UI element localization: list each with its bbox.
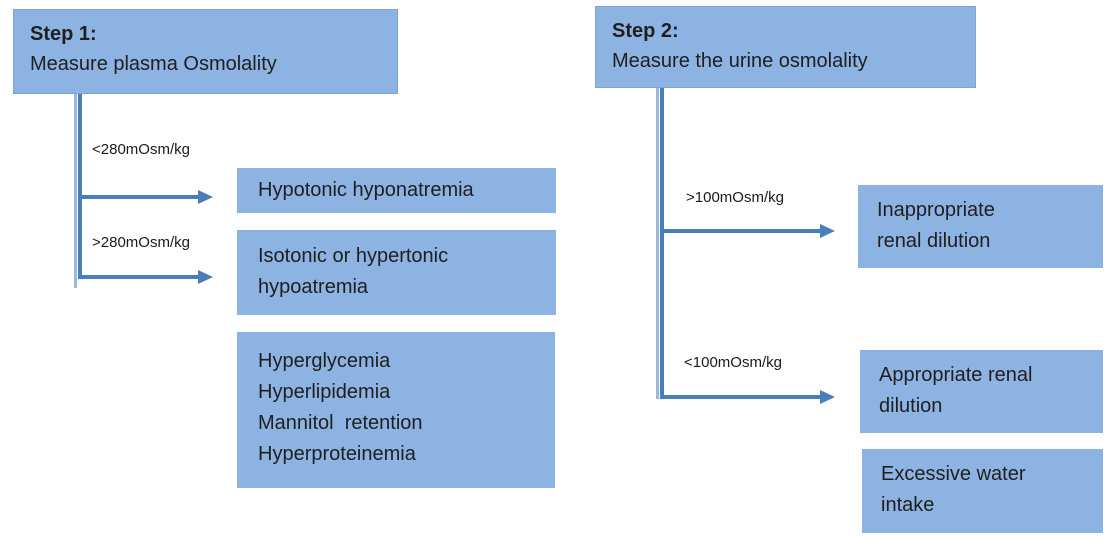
step1-title: Step 1: [30, 23, 97, 45]
step1-branch-arrow-low [78, 195, 199, 199]
step1-branch-label-high: >280mOsm/kg [92, 234, 190, 251]
text-line: renal dilution [877, 230, 991, 252]
text-line: Isotonic or hypertonic [258, 245, 449, 267]
text-line: Appropriate renal [879, 364, 1033, 386]
text-line: intake [881, 494, 935, 516]
step2-branch-label-low: <100mOsm/kg [684, 354, 782, 371]
step2-branch-arrow-low [660, 395, 821, 399]
inappropriate-renal-dilution-box: Inappropriate renal dilution [858, 185, 1103, 268]
pseudohyponatremia-causes-box: Hyperglycemia Hyperlipidemia Mannitol re… [237, 332, 555, 488]
step2-branch-label-high: >100mOsm/kg [686, 189, 784, 206]
excessive-water-intake-box: Excessive water intake [862, 449, 1103, 533]
appropriate-renal-dilution-box: Appropriate renal dilution [860, 350, 1103, 433]
step2-subtitle: Measure the urine osmolality [612, 50, 868, 72]
step2-header-box: Step 2: Measure the urine osmolality [595, 6, 976, 88]
text-line: hypoatremia [258, 276, 369, 298]
text-line: Hyperlipidemia [258, 381, 391, 403]
arrow-right-icon [820, 224, 835, 238]
text-line: Hypotonic hyponatremia [258, 179, 474, 201]
isotonic-hypertonic-box: Isotonic or hypertonic hypoatremia [237, 230, 556, 315]
text-line: Mannitol retention [258, 412, 423, 434]
step2-branch-arrow-high [660, 229, 821, 233]
step1-branch-label-low: <280mOsm/kg [92, 141, 190, 158]
step1-header-box: Step 1: Measure plasma Osmolality [13, 9, 398, 94]
arrow-right-icon [820, 390, 835, 404]
step1-branch-connector [78, 94, 82, 279]
step2-branch-connector [660, 88, 664, 399]
step1-branch-arrow-high [78, 275, 199, 279]
arrow-right-icon [198, 190, 213, 204]
text-line: dilution [879, 395, 943, 417]
step1-subtitle: Measure plasma Osmolality [30, 53, 277, 75]
step1-stem-connector [74, 94, 77, 288]
text-line: Excessive water [881, 463, 1026, 485]
text-line: Hyperproteinemia [258, 443, 416, 465]
step2-stem-connector [656, 88, 659, 399]
text-line: Inappropriate [877, 199, 995, 221]
arrow-right-icon [198, 270, 213, 284]
hypotonic-hyponatremia-box: Hypotonic hyponatremia [237, 168, 556, 213]
text-line: Hyperglycemia [258, 350, 391, 372]
step2-title: Step 2: [612, 20, 679, 42]
